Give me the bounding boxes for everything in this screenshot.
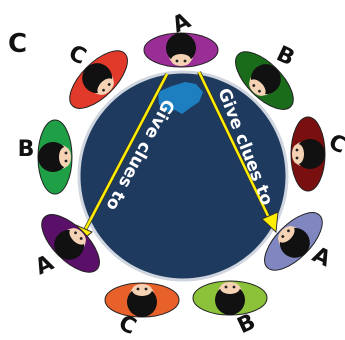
person-eye: [296, 157, 299, 160]
person-label: B: [234, 309, 260, 339]
person-label: C: [115, 311, 140, 340]
person-label: A: [32, 250, 58, 280]
person-label: A: [308, 242, 334, 272]
person-lower-face: [132, 284, 152, 296]
person-eye: [65, 160, 68, 163]
person-eye: [145, 288, 148, 291]
person-lower-face: [171, 54, 191, 66]
person-eye: [296, 149, 299, 152]
person-eye: [225, 286, 228, 289]
person-lower-face: [292, 144, 304, 164]
panel-label: C: [8, 29, 27, 59]
person-lower-face: [59, 147, 71, 167]
person-label: B: [272, 41, 298, 71]
person-1: [144, 33, 218, 67]
person-eye: [184, 60, 187, 63]
person-eye: [137, 288, 140, 291]
person-5: [291, 117, 325, 191]
person-label: C: [325, 130, 345, 159]
person-4: [38, 120, 72, 194]
person-eye: [233, 286, 236, 289]
person-eye: [65, 152, 68, 155]
person-label: C: [65, 41, 90, 70]
person-9: [193, 281, 267, 315]
person-8: [105, 283, 179, 317]
person-label: B: [18, 137, 35, 162]
person-lower-face: [220, 282, 240, 294]
person-eye: [176, 60, 179, 63]
